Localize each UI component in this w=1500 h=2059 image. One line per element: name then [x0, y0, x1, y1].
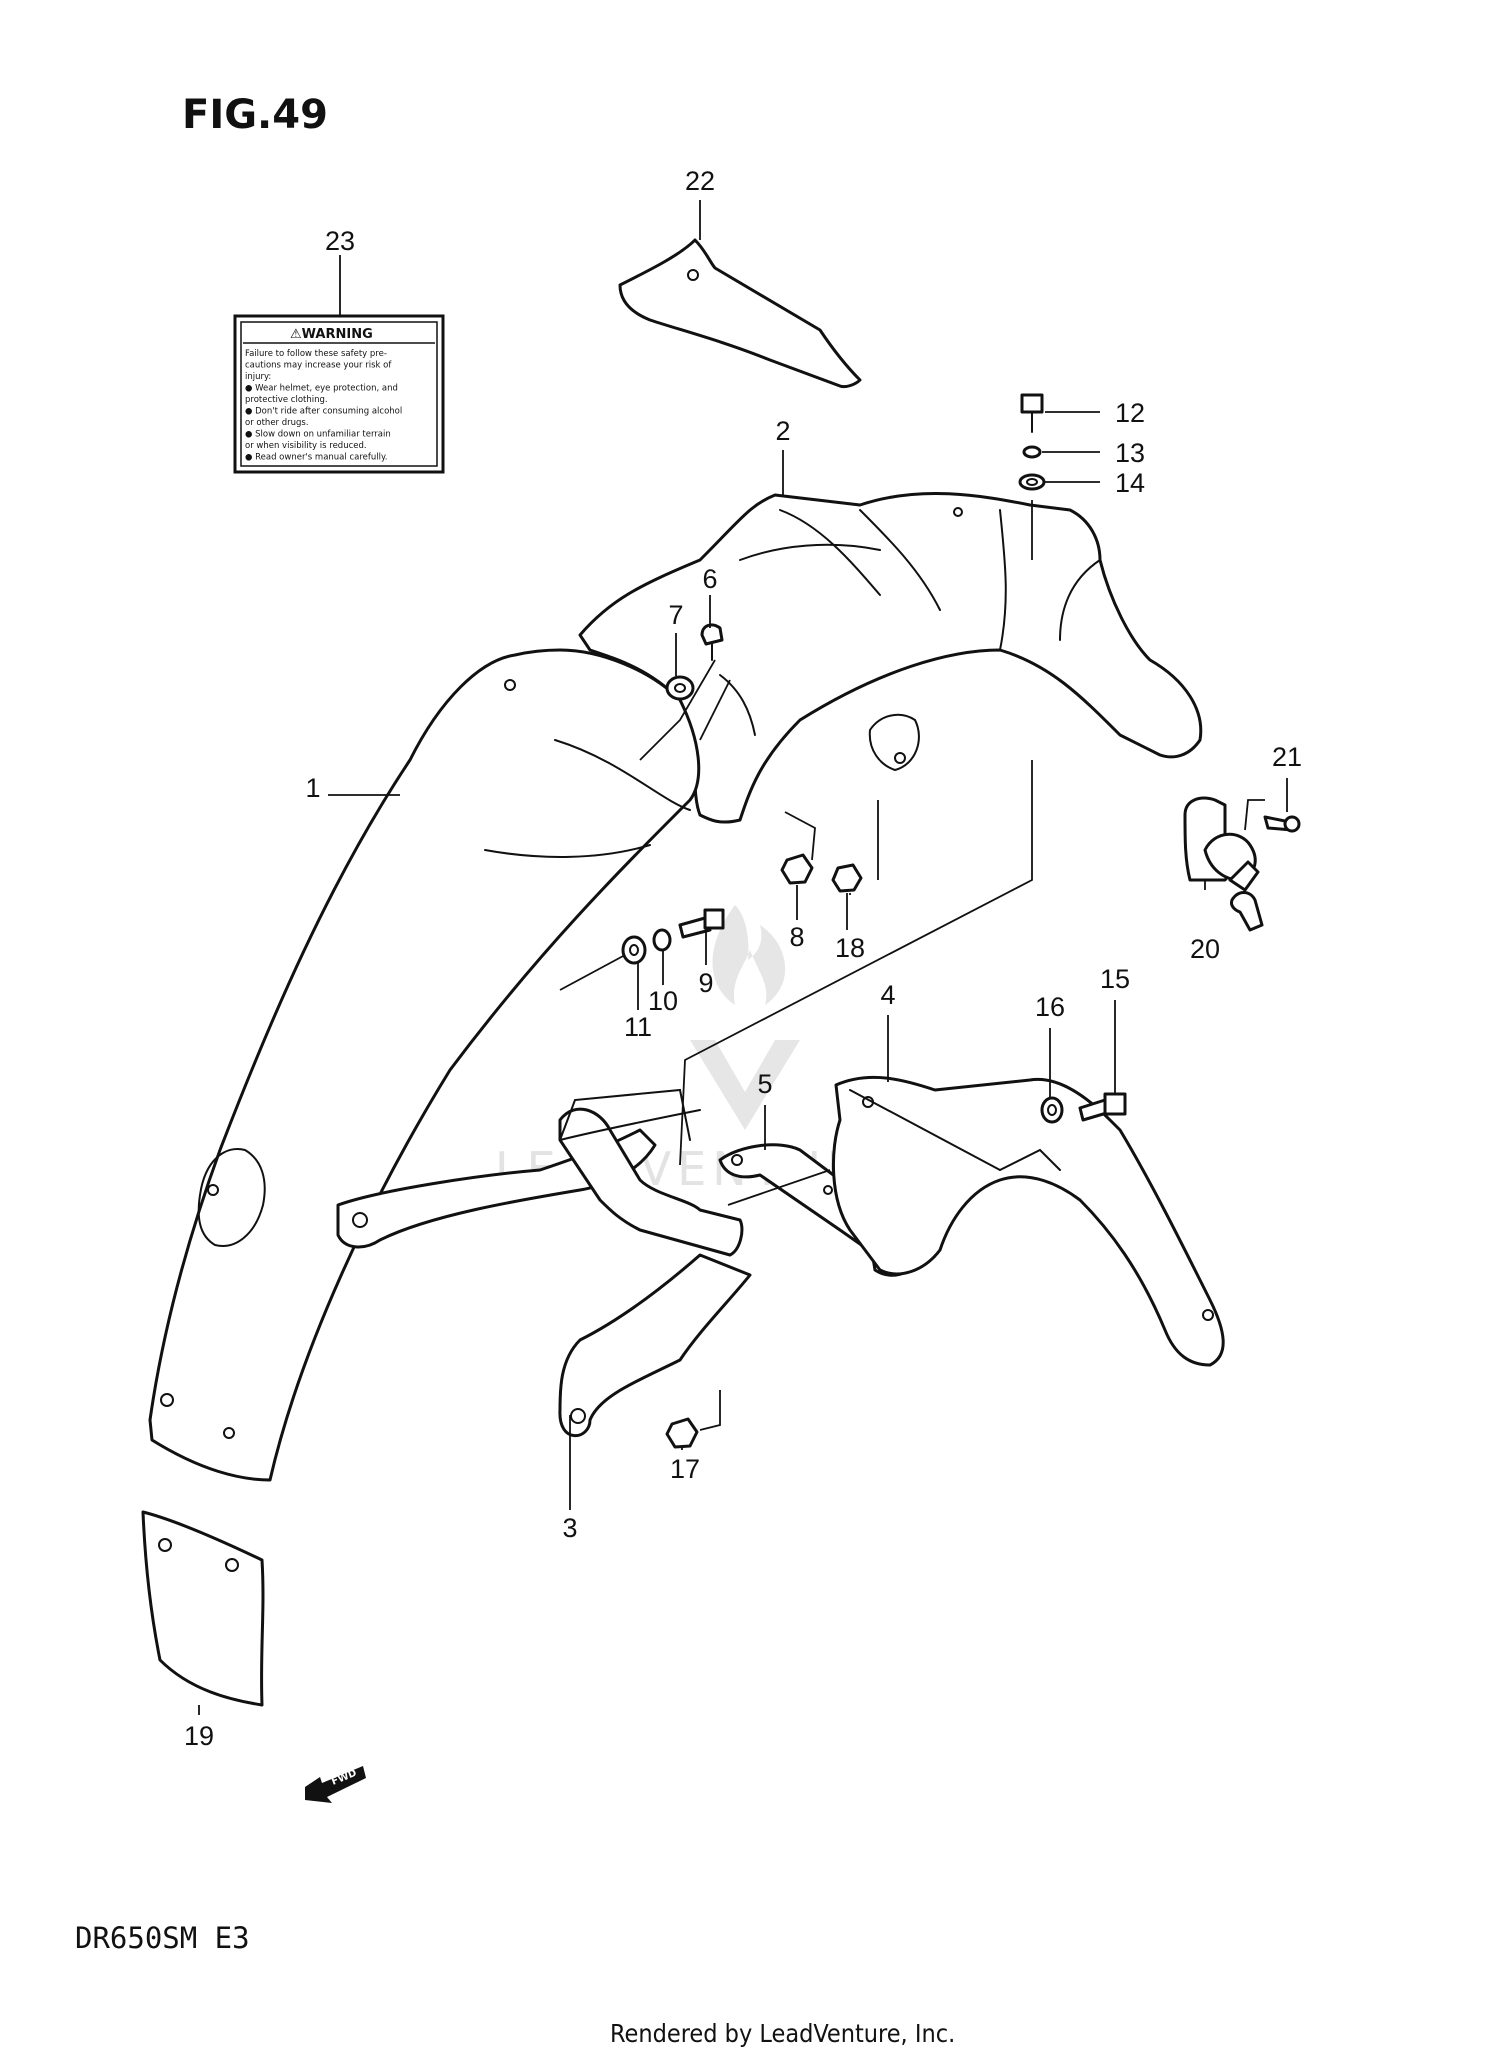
- callout-14[interactable]: 14: [1115, 468, 1145, 498]
- part-19-hole: [158, 1538, 172, 1552]
- part-19-mud-flap[interactable]: [141, 1510, 265, 1707]
- part-12-bolt[interactable]: [1020, 393, 1044, 433]
- part-18-nut[interactable]: [831, 863, 863, 893]
- part-19-hole: [225, 1558, 239, 1572]
- part-1-crease: [484, 844, 651, 858]
- part-15-bolt[interactable]: [1078, 1092, 1127, 1122]
- callout-18[interactable]: 18: [835, 933, 865, 963]
- part-4-hole: [862, 1096, 874, 1108]
- part-4-lower-fender[interactable]: [832, 1075, 1225, 1367]
- callout-7[interactable]: 7: [668, 600, 683, 630]
- part-2-rib: [739, 543, 881, 561]
- part-10-washer[interactable]: [652, 928, 672, 952]
- assembly-line: [699, 679, 731, 741]
- warning-label-line: ● Slow down on unfamiliar terrain: [245, 430, 391, 440]
- callout-16[interactable]: 16: [1035, 992, 1065, 1022]
- watermark-chevron-icon: [690, 1040, 800, 1130]
- part-17-nut[interactable]: [665, 1417, 699, 1449]
- part-23-warning-label[interactable]: ⚠WARNING Failure to follow these safety …: [233, 314, 445, 474]
- assembly-line: [1244, 799, 1265, 831]
- part-2-hole: [894, 752, 906, 764]
- warning-label-line: protective clothing.: [245, 395, 328, 405]
- part-6-screw[interactable]: [700, 623, 724, 661]
- callout-17[interactable]: 17: [670, 1454, 700, 1484]
- warning-label-line: ● Don't ride after consuming alcohol: [245, 407, 402, 417]
- part-21-screw[interactable]: [1263, 815, 1301, 833]
- warning-label-line: injury:: [245, 372, 271, 382]
- callout-9[interactable]: 9: [698, 968, 713, 998]
- warning-label-line: ● Wear helmet, eye protection, and: [245, 384, 398, 394]
- watermark-flame-icon: [712, 905, 786, 1005]
- part-1-hole: [207, 1184, 219, 1196]
- callout-23[interactable]: 23: [325, 226, 355, 256]
- warning-label-line: Failure to follow these safety pre-: [245, 349, 387, 359]
- model-code: DR650SM E3: [75, 1921, 250, 1955]
- warning-label-line: or other drugs.: [245, 418, 309, 428]
- part-1-hole: [223, 1427, 235, 1439]
- warning-label-text: Failure to follow these safety pre-cauti…: [245, 349, 402, 463]
- callout-10[interactable]: 10: [648, 986, 678, 1016]
- part-8-nut[interactable]: [780, 853, 814, 885]
- figure-title: FIG.49: [182, 92, 328, 138]
- warning-label-line: cautions may increase your risk of: [245, 361, 392, 371]
- part-2-hole: [953, 507, 963, 517]
- callout-5[interactable]: 5: [757, 1069, 772, 1099]
- part-11-washer[interactable]: [621, 935, 647, 965]
- callout-1[interactable]: 1: [305, 773, 320, 803]
- callout-21[interactable]: 21: [1272, 742, 1302, 772]
- assembly-line: [559, 954, 626, 991]
- warning-label-heading: ⚠WARNING: [290, 327, 373, 342]
- part-7-grommet[interactable]: [665, 675, 695, 701]
- assembly-line: [784, 811, 816, 861]
- callout-19[interactable]: 19: [184, 1721, 214, 1751]
- footer-credit: Rendered by LeadVenture, Inc.: [610, 2019, 955, 2048]
- part-14-washer[interactable]: [1018, 473, 1046, 491]
- part-1-hole: [160, 1393, 174, 1407]
- part-2-mount: [868, 713, 920, 772]
- callout-4[interactable]: 4: [880, 980, 895, 1010]
- part-1-tab: [197, 1148, 266, 1247]
- part-4-strap: [999, 1148, 1061, 1171]
- callout-3[interactable]: 3: [562, 1513, 577, 1543]
- callout-6[interactable]: 6: [702, 564, 717, 594]
- assembly-line: [679, 760, 1033, 1166]
- fwd-arrow-icon: FWD: [305, 1766, 366, 1803]
- assembly-line: [699, 1390, 721, 1431]
- part-1-hole: [504, 679, 516, 691]
- callout-12[interactable]: 12: [1115, 398, 1145, 428]
- part-2-inner-fender[interactable]: [578, 491, 1203, 824]
- part-13-washer[interactable]: [1022, 445, 1042, 459]
- callout-22[interactable]: 22: [685, 166, 715, 196]
- part-2-rib: [719, 674, 756, 736]
- part-1-crease: [554, 739, 691, 811]
- part-2-rib: [999, 509, 1007, 651]
- part-9-bolt[interactable]: [678, 908, 725, 939]
- warning-label-line: ● Read owner's manual carefully.: [245, 453, 388, 463]
- part-2-rib: [779, 509, 881, 596]
- callout-8[interactable]: 8: [789, 922, 804, 952]
- callout-15[interactable]: 15: [1100, 964, 1130, 994]
- part-4-strap: [849, 1089, 1001, 1171]
- callout-20[interactable]: 20: [1190, 934, 1220, 964]
- part-4-hole: [1202, 1309, 1214, 1321]
- callout-13[interactable]: 13: [1115, 438, 1145, 468]
- part-20-lock[interactable]: [1183, 796, 1264, 932]
- assembly-line: [639, 659, 716, 761]
- part-2-rib: [1059, 559, 1101, 641]
- part-2-rib: [859, 509, 941, 611]
- part-16-washer[interactable]: [1040, 1096, 1064, 1124]
- part-3-bracket[interactable]: [336, 1088, 752, 1438]
- warning-label-line: or when visibility is reduced.: [245, 441, 367, 451]
- part-22-pad[interactable]: [618, 238, 862, 389]
- callout-11[interactable]: 11: [624, 1012, 652, 1042]
- callout-2[interactable]: 2: [775, 416, 790, 446]
- assembly-line: [727, 1169, 831, 1206]
- part-22-hole: [687, 269, 699, 281]
